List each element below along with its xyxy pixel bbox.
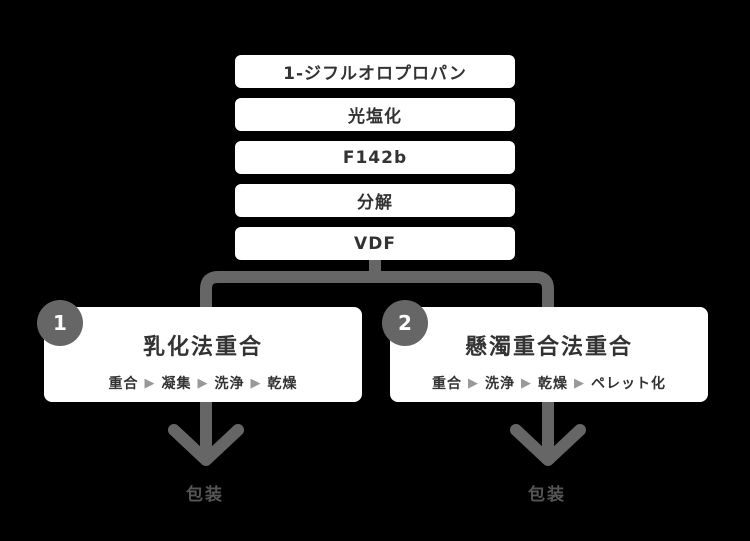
flow-arrow-icon: ▶ xyxy=(197,375,209,391)
process-step-f142b: F142b xyxy=(235,141,515,174)
output-label-packaging: 包装 xyxy=(186,485,224,505)
process-step-vdf: VDF xyxy=(235,227,515,260)
flow-step: 洗浄 xyxy=(214,376,245,392)
flow-arrow-icon: ▶ xyxy=(250,375,262,391)
flow-step: ペレット化 xyxy=(591,376,666,392)
flow-step: 重合 xyxy=(108,376,139,392)
flow-step: 乾燥 xyxy=(538,376,568,392)
flow-arrow-icon: ▶ xyxy=(574,375,585,391)
method-title: 懸濁重合法重合 xyxy=(464,335,633,360)
method-flow: 重合 ▶ 凝集 ▶ 洗浄 ▶ 乾燥 xyxy=(44,373,362,393)
method-title: 乳化法重合 xyxy=(142,335,263,360)
flow-step: 乾燥 xyxy=(267,376,298,392)
method-flow: 重合 ▶ 洗浄 ▶ 乾燥 ▶ ペレット化 xyxy=(390,373,708,393)
flow-arrow-icon: ▶ xyxy=(144,375,156,391)
flow-step: 洗浄 xyxy=(485,376,515,392)
method-number-badge: 1 xyxy=(37,300,83,346)
branch-connector-left xyxy=(200,271,381,313)
process-step-photochlorination: 光塩化 xyxy=(235,98,515,131)
flow-step: 重合 xyxy=(432,376,462,392)
branch-connector-right xyxy=(369,271,554,313)
method-card-suspension: 懸濁重合法重合 重合 ▶ 洗浄 ▶ 乾燥 ▶ ペレット化 xyxy=(390,307,708,402)
output-label-packaging: 包装 xyxy=(528,485,566,505)
flow-step: 凝集 xyxy=(161,376,192,392)
flow-arrow-icon: ▶ xyxy=(468,375,479,391)
method-card-emulsion: 乳化法重合 重合 ▶ 凝集 ▶ 洗浄 ▶ 乾燥 xyxy=(44,307,362,402)
flow-arrow-icon: ▶ xyxy=(521,375,532,391)
process-step-difluoropropane: 1-ジフルオロプロパン xyxy=(235,55,515,88)
down-arrow-right xyxy=(510,396,586,466)
method-number-badge: 2 xyxy=(382,300,428,346)
process-step-decomposition: 分解 xyxy=(235,184,515,217)
down-arrow-left xyxy=(168,396,244,466)
